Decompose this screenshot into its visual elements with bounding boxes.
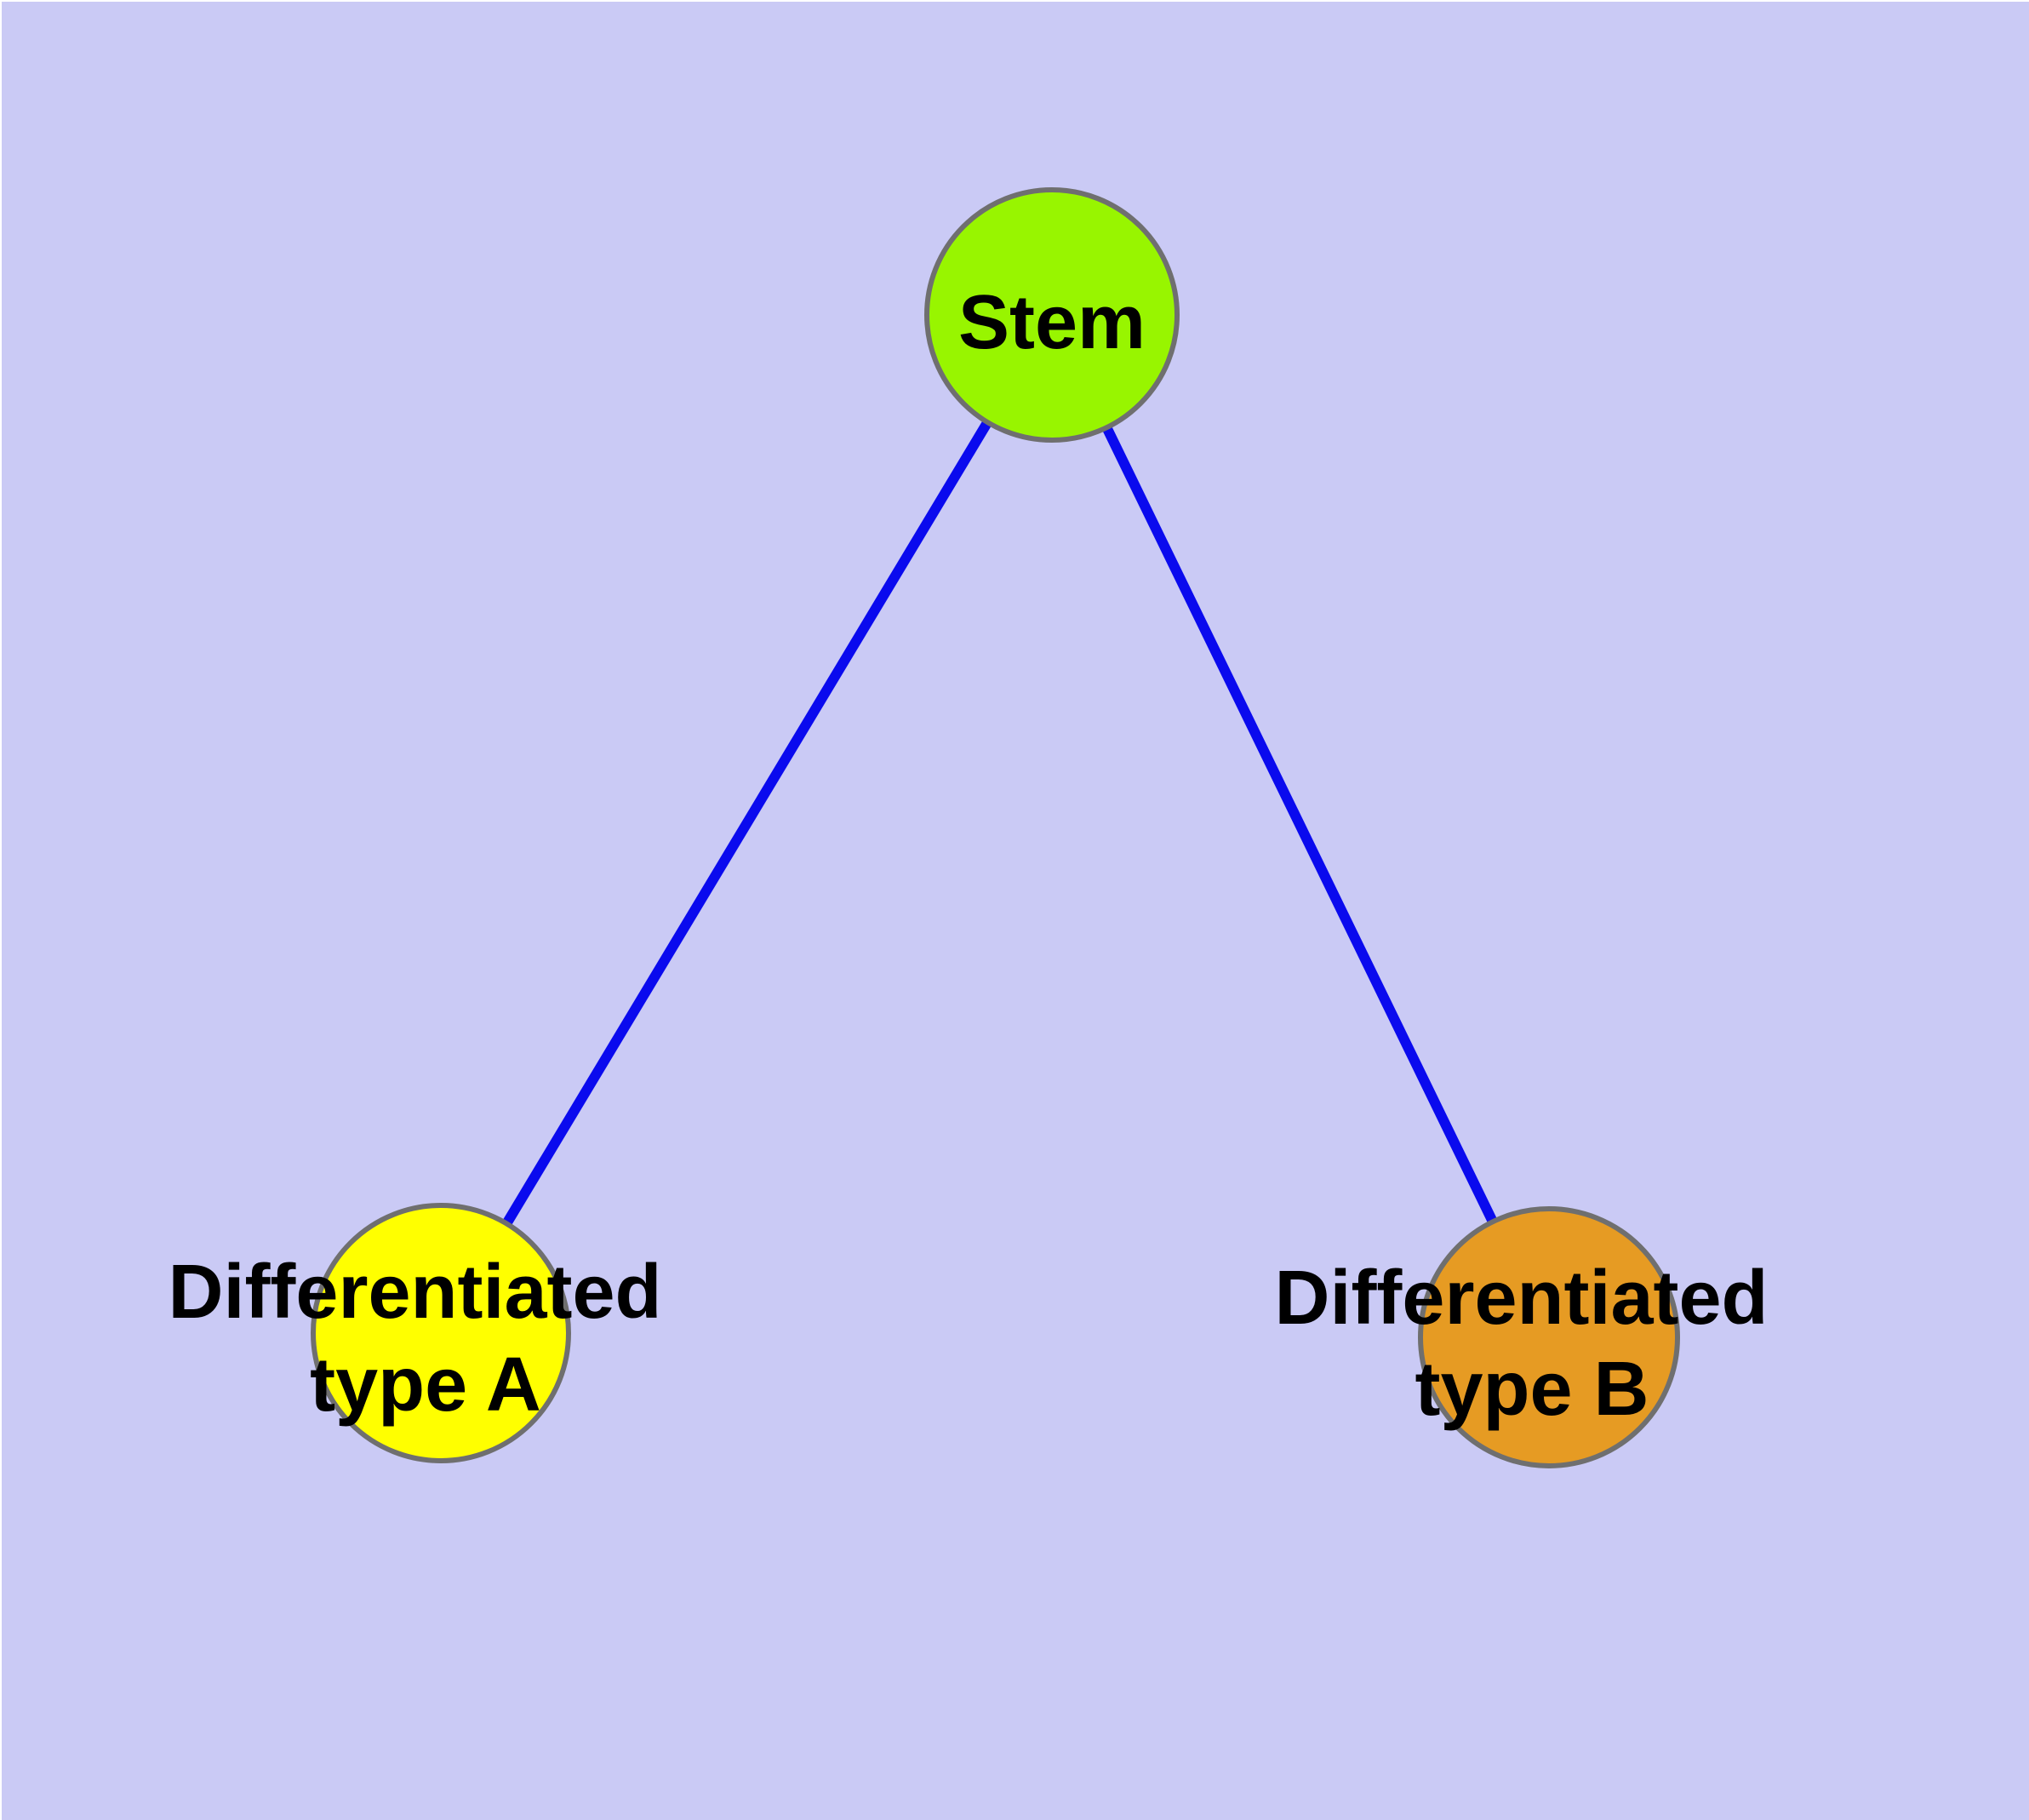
node-type-b-label: Differentiated type B: [1274, 1256, 1789, 1432]
node-stem-label: Stem: [958, 280, 1146, 365]
node-type-a-label: Differentiated type A: [168, 1250, 683, 1428]
node-differentiated-type-a: [311, 1203, 571, 1463]
node-differentiated-type-b: [1418, 1206, 1680, 1468]
node-type-b-label-line1: Differentiated: [1274, 1256, 1768, 1341]
node-type-a-label-line2: type A: [310, 1342, 541, 1428]
node-type-a-label-line1: Differentiated: [168, 1250, 661, 1335]
node-type-b-label-line2: type B: [1415, 1347, 1649, 1432]
node-stem: [924, 187, 1180, 443]
edge-stem-to-type-b: [1047, 312, 1554, 1340]
edge-stem-to-type-a: [436, 312, 1057, 1336]
